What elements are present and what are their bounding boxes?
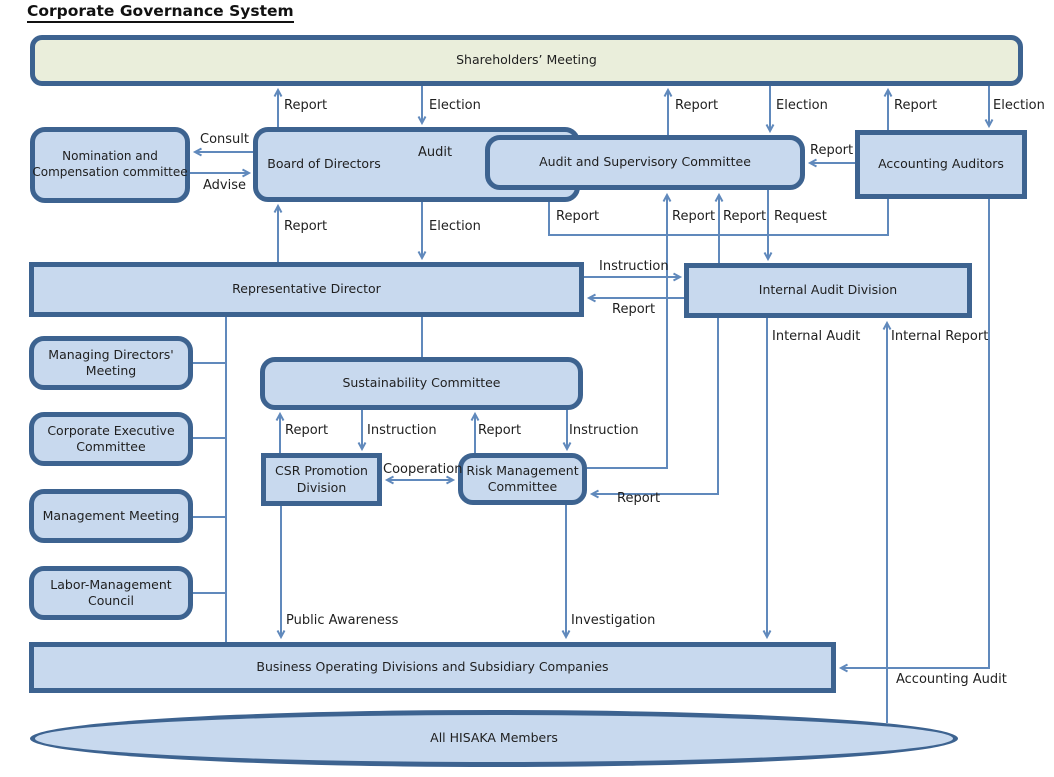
edge-label-report: Report xyxy=(617,491,661,506)
edge-label-instruction: Instruction xyxy=(599,259,669,274)
edge-label-public-awareness: Public Awareness xyxy=(286,613,399,628)
edge-label-report: Report xyxy=(675,98,719,113)
node-label: Sustainability Committee xyxy=(342,375,501,391)
node-shareholders-meeting: Shareholders’ Meeting xyxy=(30,35,1023,86)
node-label: Representative Director xyxy=(232,281,381,297)
edge-label-report: Report xyxy=(284,219,328,234)
edge-label-internal-report: Internal Report xyxy=(891,329,989,344)
edge-label-report: Report xyxy=(285,423,329,438)
edge-label-election: Election xyxy=(776,98,828,113)
edge-label-election: Election xyxy=(993,98,1045,113)
node-label: Audit and Supervisory Committee xyxy=(539,154,751,170)
node-label: All HISAKA Members xyxy=(430,730,558,746)
edge-label-report: Report xyxy=(723,209,767,224)
edge-label-request: Request xyxy=(774,209,827,224)
node-management-meeting: Management Meeting xyxy=(29,489,193,543)
node-sustainability-committee: Sustainability Committee xyxy=(260,357,583,410)
node-corporate-executive-committee: Corporate Executive Committee xyxy=(29,412,193,466)
edge-label-report: Report xyxy=(810,143,854,158)
edge-label-accounting-audit: Accounting Audit xyxy=(896,672,1007,687)
node-representative-director: Representative Director xyxy=(29,262,584,317)
node-label: Business Operating Divisions and Subsidi… xyxy=(256,659,609,675)
page-title: Corporate Governance System xyxy=(27,2,294,23)
node-label: Managing Directors' Meeting xyxy=(48,346,174,378)
node-internal-audit-division: Internal Audit Division xyxy=(684,263,972,318)
edge-label-report: Report xyxy=(894,98,938,113)
edge-label-cooperation: Cooperation xyxy=(383,462,463,477)
node-risk-management-committee: Risk Management Committee xyxy=(458,453,587,505)
edge-label-instruction: Instruction xyxy=(367,423,437,438)
node-label: Corporate Executive Committee xyxy=(47,422,175,454)
edge-label-report: Report xyxy=(284,98,328,113)
node-label: Accounting Auditors xyxy=(878,156,1004,172)
node-business-operating-divisions: Business Operating Divisions and Subsidi… xyxy=(29,642,836,693)
node-label: Shareholders’ Meeting xyxy=(456,52,597,68)
node-label: Management Meeting xyxy=(42,507,180,523)
node-label: Internal Audit Division xyxy=(758,282,898,298)
node-csr-promotion-division: CSR Promotion Division xyxy=(261,453,382,506)
edge-label-election: Election xyxy=(429,98,481,113)
node-label: CSR Promotion Division xyxy=(275,463,368,495)
edge-label-internal-audit: Internal Audit xyxy=(772,329,861,344)
edge-label-report: Report xyxy=(556,209,600,224)
edge-label-report: Report xyxy=(672,209,716,224)
edge-label-instruction: Instruction xyxy=(569,423,639,438)
node-accounting-auditors: Accounting Auditors xyxy=(855,130,1027,199)
edge-label-advise: Advise xyxy=(203,178,246,193)
edge-label-report: Report xyxy=(478,423,522,438)
edge-label-consult: Consult xyxy=(200,132,249,147)
node-nomination-compensation-committee: Nomination and Compensation committee xyxy=(30,127,190,203)
node-label: Risk Management Committee xyxy=(466,462,579,494)
edge-label-audit: Audit xyxy=(418,145,453,160)
edge-report-iad-to-rmc xyxy=(589,318,719,499)
node-all-hisaka-members: All HISAKA Members xyxy=(30,710,958,767)
edge-label-election: Election xyxy=(429,219,481,234)
node-managing-directors-meeting: Managing Directors' Meeting xyxy=(29,336,193,390)
node-label: Labor-Management Council xyxy=(50,576,172,608)
edge-label-report: Report xyxy=(612,302,656,317)
edge-accounting-audit xyxy=(838,199,990,673)
node-label: Board of Directors xyxy=(267,156,381,172)
edge-label-investigation: Investigation xyxy=(571,613,656,628)
node-audit-supervisory-committee: Audit and Supervisory Committee xyxy=(485,135,805,190)
edge-report-rmc-to-asc xyxy=(587,192,672,469)
node-label: Nomination and Compensation committee xyxy=(32,149,188,179)
node-labor-management-council: Labor-Management Council xyxy=(29,566,193,620)
